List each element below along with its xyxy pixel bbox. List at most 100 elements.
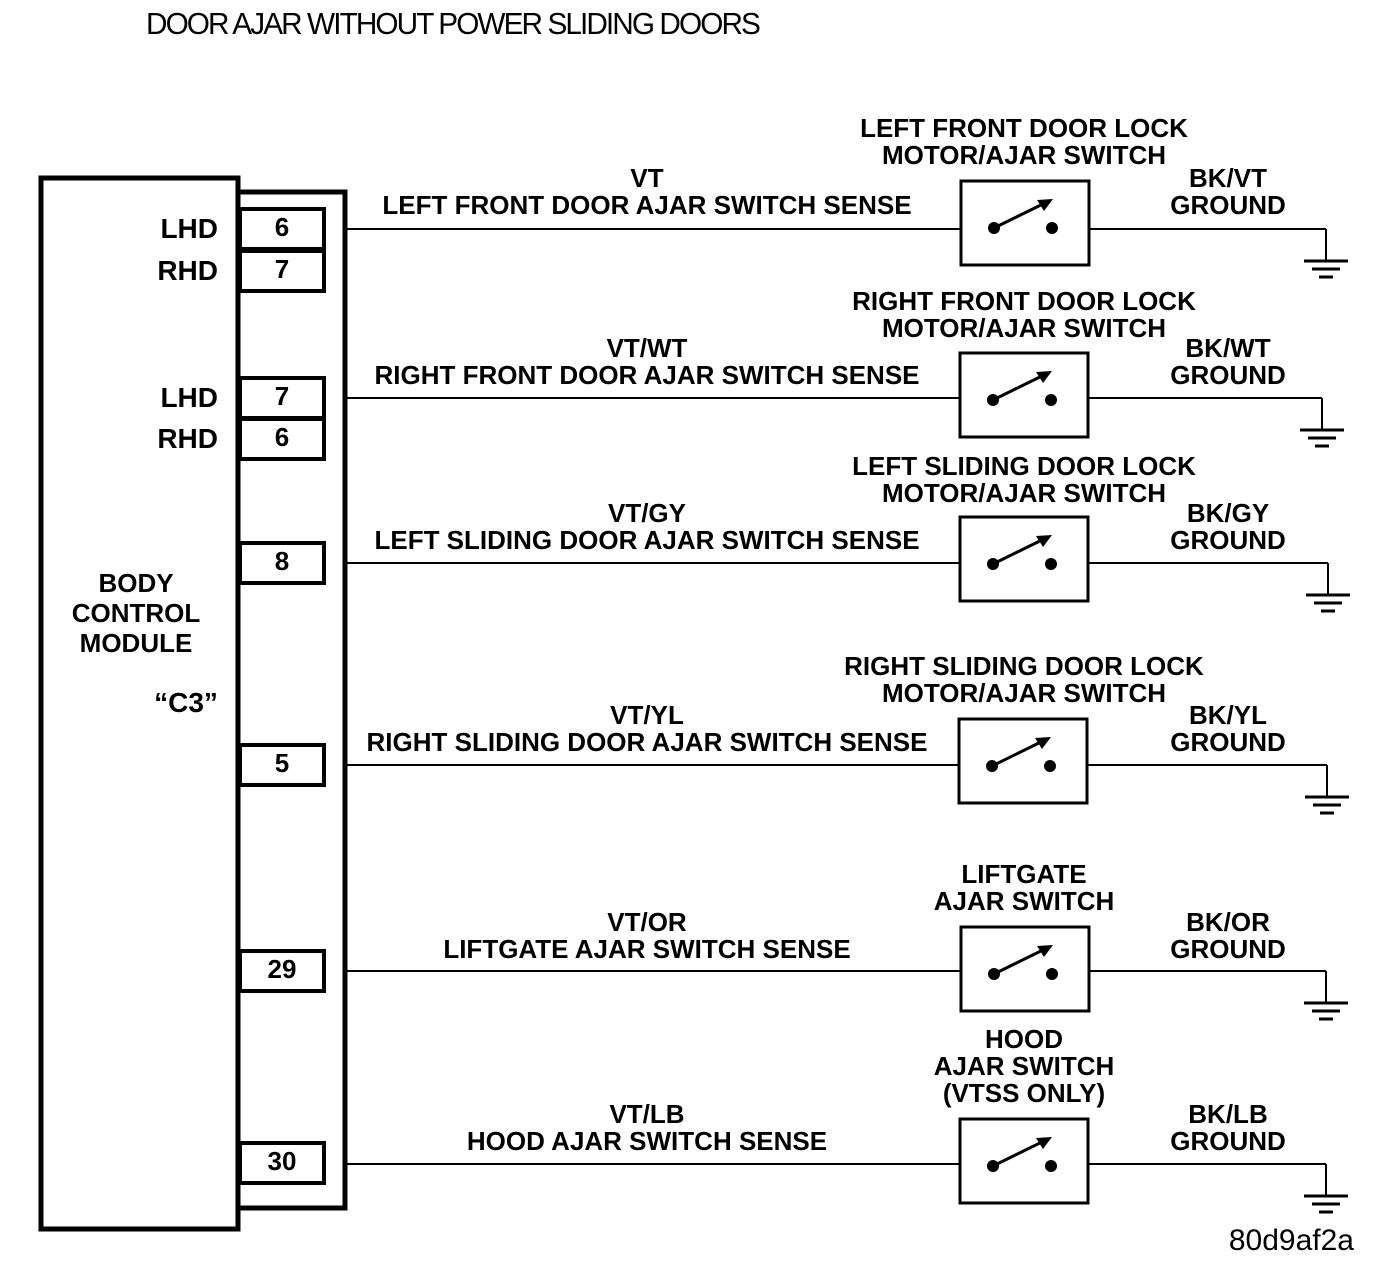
wire-color: VT/LB <box>609 1099 685 1129</box>
pin-box <box>238 207 326 251</box>
pin-box <box>238 1141 326 1185</box>
switch-contact <box>1044 760 1056 772</box>
wire-circuit-name: RIGHT FRONT DOOR AJAR SWITCH SENSE <box>374 360 920 390</box>
switch-name-line: LEFT SLIDING DOOR LOCK <box>852 451 1196 481</box>
switch-contact <box>1045 1160 1057 1172</box>
diagram-title: DOOR AJAR WITHOUT POWER SLIDING DOORS <box>146 6 761 41</box>
switch-box <box>957 717 1089 805</box>
pin-box <box>238 249 326 293</box>
switch-box <box>958 351 1090 439</box>
pin-box <box>238 376 326 420</box>
switch-arm <box>993 200 1048 230</box>
module-name-line-2: CONTROL <box>71 598 201 628</box>
switch-arrowhead <box>1036 371 1052 383</box>
switch-arrowhead <box>1037 199 1053 211</box>
switch-box <box>958 1117 1090 1205</box>
wire-color: VT/GY <box>607 498 686 528</box>
ground-text: GROUND <box>1170 934 1286 964</box>
pin-box <box>238 417 326 461</box>
ground-text: GROUND <box>1170 1126 1286 1156</box>
ground-wire-color: BK/OR <box>1186 907 1270 937</box>
switch-name-line: AJAR SWITCH <box>933 1051 1115 1081</box>
figure-code: 80d9af2a <box>1228 1224 1354 1257</box>
connector-c3-housing <box>235 189 348 1211</box>
ground-text: GROUND <box>1170 190 1286 220</box>
switch-name-line: RIGHT SLIDING DOOR LOCK <box>844 651 1204 681</box>
ground-wire-color: BK/GY <box>1186 498 1270 528</box>
switch-arrowhead <box>1035 737 1051 749</box>
switch-arrowhead <box>1036 535 1052 547</box>
wire-color: VT/YL <box>610 700 684 730</box>
switch-name-line: RIGHT FRONT DOOR LOCK <box>852 286 1196 316</box>
switch-name-line: MOTOR/AJAR SWITCH <box>881 678 1167 708</box>
module-name: BODY CONTROL MODULE <box>46 568 226 658</box>
switch-arm <box>992 536 1047 566</box>
switch-name-line: LEFT FRONT DOOR LOCK <box>860 113 1188 143</box>
pin-number: 8 <box>274 546 290 576</box>
switch-box <box>959 925 1091 1013</box>
pin-number: 7 <box>274 381 290 411</box>
pin-number: 30 <box>267 1146 297 1176</box>
pin-variant-label: RHD <box>157 423 218 454</box>
switch-contact <box>1046 222 1058 234</box>
switch-name-line: LIFTGATE <box>961 859 1087 889</box>
wire-circuit-name: HOOD AJAR SWITCH SENSE <box>466 1126 828 1156</box>
switch-box <box>959 179 1091 267</box>
switch-arrowhead <box>1037 945 1053 957</box>
module-name-line-3: MODULE <box>79 628 193 658</box>
pin-variant-label: LHD <box>160 213 218 244</box>
switch-arrowhead <box>1036 1137 1052 1149</box>
switch-name-line: (VTSS ONLY) <box>942 1078 1106 1108</box>
pin-variant-label: LHD <box>160 382 218 413</box>
pin-number: 7 <box>274 254 290 284</box>
switch-arm <box>991 738 1046 768</box>
wire-circuit-name: LEFT FRONT DOOR AJAR SWITCH SENSE <box>382 190 912 220</box>
switch-contact <box>1046 968 1058 980</box>
pin-number: 6 <box>274 212 290 242</box>
wire-circuit-name: RIGHT SLIDING DOOR AJAR SWITCH SENSE <box>366 727 928 757</box>
switch-arm <box>993 946 1048 976</box>
wire-circuit-name: LEFT SLIDING DOOR AJAR SWITCH SENSE <box>374 525 920 555</box>
pin-number: 5 <box>274 748 290 778</box>
ground-wire-color: BK/VT <box>1189 163 1267 193</box>
switch-contact <box>1045 558 1057 570</box>
ground-text: GROUND <box>1170 525 1286 555</box>
pin-box <box>238 949 326 993</box>
wire-color: VT/WT <box>606 333 688 363</box>
ground-text: GROUND <box>1170 360 1286 390</box>
ground-text: GROUND <box>1170 727 1286 757</box>
switch-contact <box>1045 394 1057 406</box>
module-name-line-1: BODY <box>98 568 174 598</box>
wire-color: VT/OR <box>607 907 687 937</box>
pin-variant-label: RHD <box>157 255 218 286</box>
switch-name-line: HOOD <box>985 1024 1063 1054</box>
pin-box <box>238 541 326 585</box>
pin-number: 6 <box>274 422 290 452</box>
ground-wire-color: BK/YL <box>1189 700 1267 730</box>
switch-name-line: MOTOR/AJAR SWITCH <box>881 140 1167 170</box>
wire-circuit-name: LIFTGATE AJAR SWITCH SENSE <box>443 934 851 964</box>
wire-color: VT <box>630 163 664 193</box>
switch-name-line: AJAR SWITCH <box>933 886 1115 916</box>
switch-arm <box>992 372 1047 402</box>
ground-wire-color: BK/WT <box>1185 333 1271 363</box>
ground-wire-color: BK/LB <box>1188 1099 1268 1129</box>
pin-box <box>238 743 326 787</box>
